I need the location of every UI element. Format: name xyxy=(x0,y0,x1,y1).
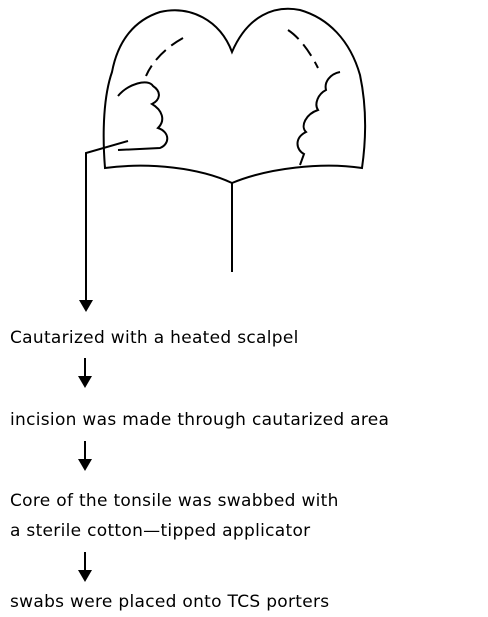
step-transport: swabs were placed onto TCS porters xyxy=(10,592,329,612)
left-dashed-arch xyxy=(146,38,183,76)
left-tonsil xyxy=(118,82,167,150)
pointer-arrowhead xyxy=(79,300,93,312)
step-swab-line-1: Core of the tonsile was swabbed with xyxy=(10,491,339,511)
down-arrow-3 xyxy=(78,552,92,582)
step-cauterize: Cautarized with a heated scalpel xyxy=(10,328,299,348)
down-arrow-1 xyxy=(78,358,92,388)
step-swab-line-2: a sterile cotton—tipped applicator xyxy=(10,521,310,541)
right-tonsil xyxy=(298,72,341,165)
palate-outline xyxy=(104,9,365,183)
down-arrow-2 xyxy=(78,441,92,471)
right-dashed-arch xyxy=(288,30,318,68)
step-incision: incision was made through cautarized are… xyxy=(10,410,389,430)
throat-tonsil-illustration xyxy=(0,0,488,330)
pointer-line xyxy=(86,141,128,300)
